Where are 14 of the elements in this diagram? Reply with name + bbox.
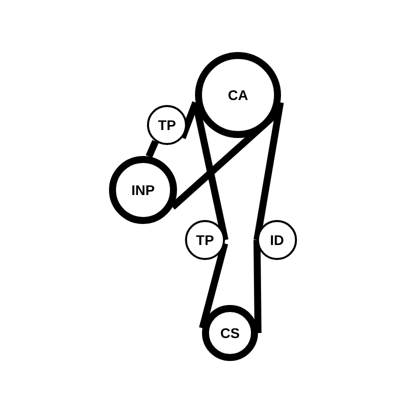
pulley-label: CS [220, 325, 240, 341]
belt-segment [254, 102, 284, 241]
pulley-circle [202, 305, 258, 361]
pulley-label: ID [270, 232, 284, 248]
pulley-label: TP [158, 117, 176, 133]
belt-segment [146, 140, 159, 158]
pulley-circle [147, 105, 187, 145]
belt-segment [199, 242, 228, 330]
pulley-circle [257, 220, 297, 260]
pulley-label: INP [131, 182, 155, 198]
pulley-label: CA [228, 87, 248, 103]
pulley-label: TP [196, 232, 214, 248]
belt-segment [254, 240, 262, 334]
pulley-circle [185, 220, 225, 260]
